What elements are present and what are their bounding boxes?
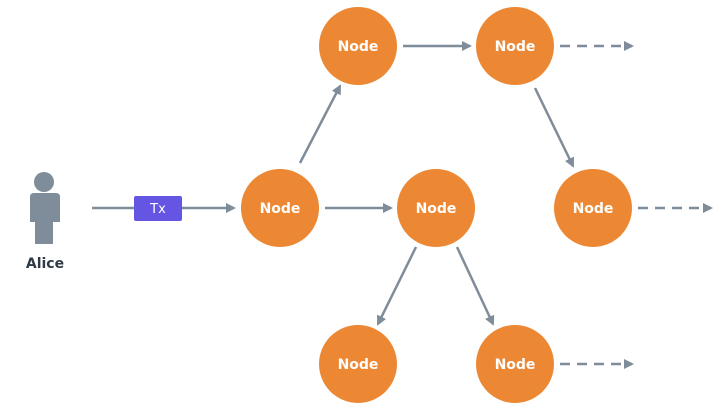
node-4: Node xyxy=(397,169,475,247)
node-2-label: Node xyxy=(338,39,379,55)
node-3-label: Node xyxy=(495,39,536,55)
node-1-label: Node xyxy=(260,201,301,217)
node-6: Node xyxy=(319,325,397,403)
node-3: Node xyxy=(476,7,554,85)
node-6-label: Node xyxy=(338,357,379,373)
user-label: Alice xyxy=(26,256,64,272)
node-2: Node xyxy=(319,7,397,85)
transaction-label: Tx xyxy=(149,202,166,217)
arrow-node4-to-node7 xyxy=(455,246,495,326)
arrow-node1-to-node2 xyxy=(298,84,342,164)
person-icon xyxy=(30,172,60,244)
arrow-node4-to-node6 xyxy=(376,246,418,326)
node-7: Node xyxy=(476,325,554,403)
arrow-node3-to-node5 xyxy=(533,87,575,168)
node-1: Node xyxy=(241,169,319,247)
node-7-label: Node xyxy=(495,357,536,373)
node-5-label: Node xyxy=(573,201,614,217)
transaction-badge: Tx xyxy=(134,196,182,221)
node-5: Node xyxy=(554,169,632,247)
node-4-label: Node xyxy=(416,201,457,217)
